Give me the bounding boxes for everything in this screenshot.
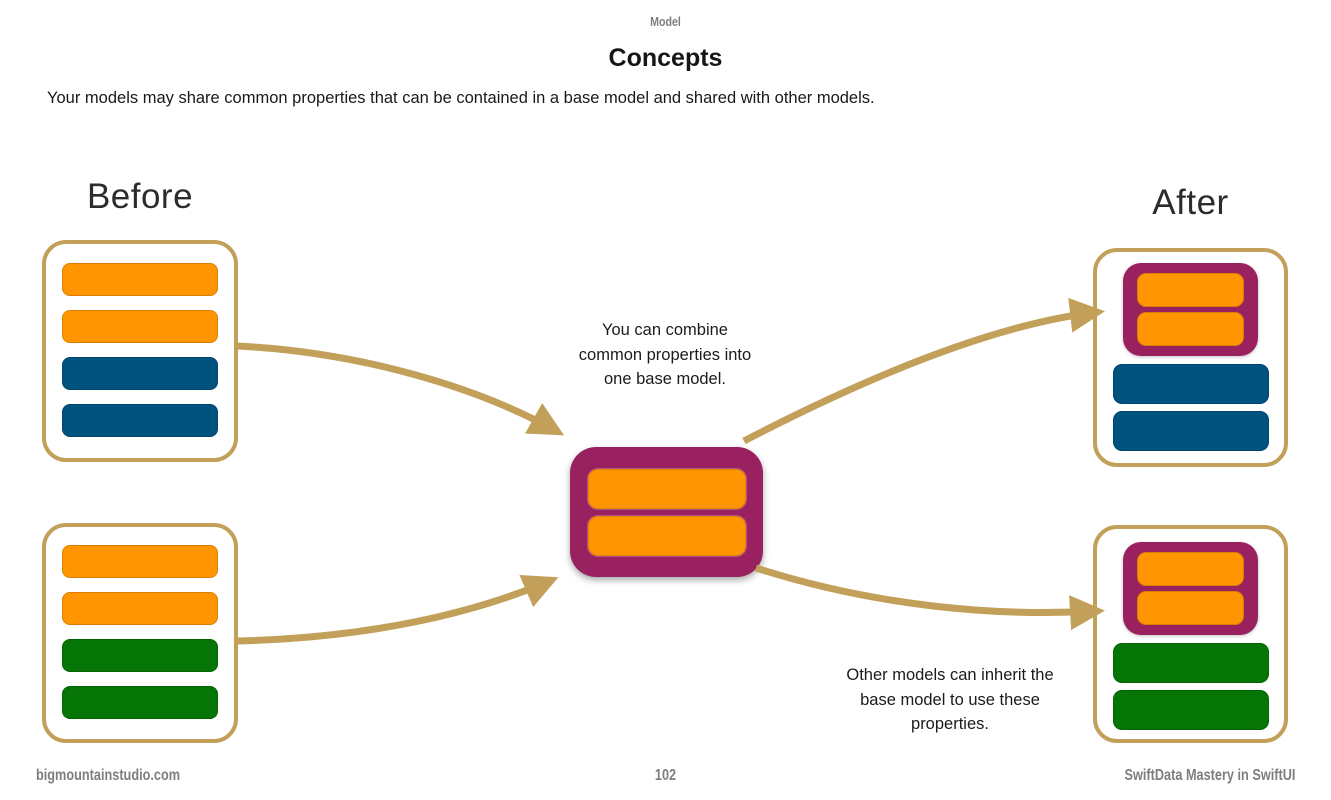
orange-property-bar: [62, 545, 218, 578]
arrow-before-bottom-to-base: [236, 574, 559, 645]
green-property-bar: [1112, 643, 1269, 683]
green-property-bar: [62, 686, 218, 719]
green-property-bar: [1112, 690, 1269, 730]
orange-property-bar: [1137, 273, 1244, 307]
orange-property-bar: [62, 310, 218, 343]
after-label: After: [1152, 183, 1229, 222]
blue-property-bar: [62, 357, 218, 390]
slide-category-label: Model: [650, 14, 681, 29]
slide-title: Concepts: [608, 44, 723, 72]
orange-property-bar: [587, 468, 746, 509]
inherited-base-model: [1123, 542, 1258, 635]
arrow-before-top-to-base: [236, 342, 565, 436]
orange-property-bar: [1137, 312, 1244, 346]
footer-book-title: SwiftData Mastery in SwiftUI: [1124, 767, 1295, 784]
green-property-bar: [62, 639, 218, 672]
inherited-base-model: [1123, 263, 1258, 356]
blue-property-bar: [1112, 411, 1269, 451]
orange-property-bar: [1137, 591, 1244, 625]
footer-site-url: bigmountainstudio.com: [36, 767, 181, 784]
before-label: Before: [86, 177, 194, 216]
orange-property-bar: [1137, 552, 1244, 586]
base-model-box: [570, 447, 763, 577]
orange-property-bar: [587, 515, 746, 556]
property-bars: [1112, 643, 1269, 730]
blue-property-bar: [62, 404, 218, 437]
model-box-after-top: [1093, 248, 1288, 467]
property-bars: [62, 545, 218, 719]
arrow-base-to-after-bottom: [754, 564, 1105, 631]
model-box-before-top: [42, 240, 238, 462]
orange-property-bar: [62, 263, 218, 296]
combine-note: You can combine common properties into o…: [578, 321, 752, 388]
slide-description: Your models may share common properties …: [47, 89, 875, 107]
property-bars: [587, 468, 746, 556]
property-bars: [62, 263, 218, 437]
footer-page-number: 102: [654, 767, 677, 784]
inherit-note: Other models can inherit the base model …: [846, 666, 1054, 733]
blue-property-bar: [1112, 364, 1269, 404]
arrow-base-to-after-top: [742, 297, 1105, 445]
orange-property-bar: [62, 592, 218, 625]
model-box-before-bottom: [42, 523, 238, 743]
property-bars: [1112, 364, 1269, 451]
model-box-after-bottom: [1093, 525, 1288, 743]
